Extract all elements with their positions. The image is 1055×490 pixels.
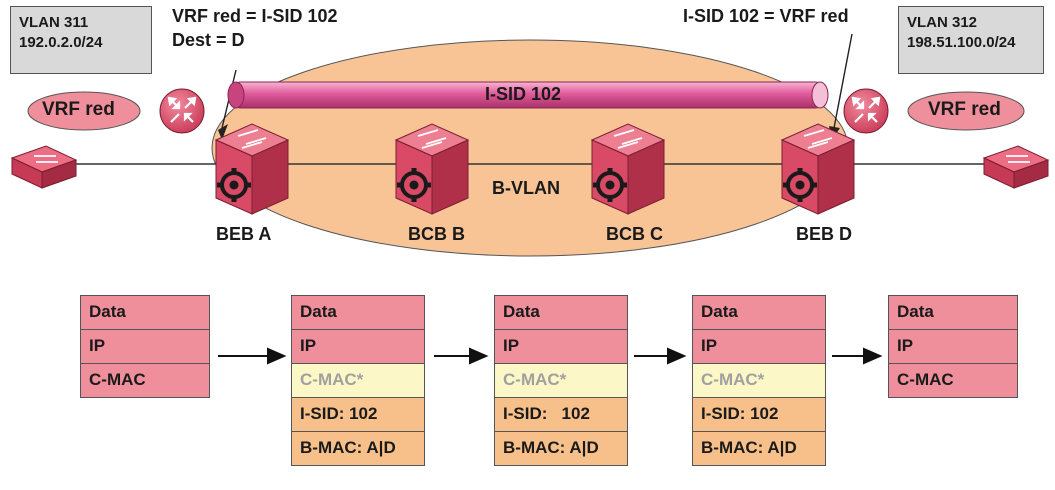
vlan-subnet: 192.0.2.0/24 xyxy=(19,34,103,51)
frame-2-field: Data xyxy=(291,295,425,330)
frame-2-field: I-SID: 102 xyxy=(291,397,425,432)
topology-diagram xyxy=(10,33,1050,257)
frame-4-field: C-MAC* xyxy=(692,363,826,398)
arrow-head-icon xyxy=(667,347,687,365)
frame-3-field: Data xyxy=(494,295,628,330)
frame-3-field: B-MAC: A|D xyxy=(494,431,628,466)
frame-5-field: Data xyxy=(888,295,1018,330)
frame-2-field: IP xyxy=(291,329,425,364)
vrf-ellipse-right xyxy=(907,91,1025,131)
arrow-head-icon xyxy=(267,347,287,365)
frame-3-field: C-MAC* xyxy=(494,363,628,398)
vlan-box-left: VLAN 311 192.0.2.0/24 xyxy=(10,6,152,74)
arrow-head-icon xyxy=(469,347,489,365)
frame-2-field: C-MAC* xyxy=(291,363,425,398)
router-icon xyxy=(843,88,889,134)
vrf-ellipse-left xyxy=(27,91,141,131)
vrf-label-right: VRF red xyxy=(928,99,1001,120)
node-label-bcb-b: BCB B xyxy=(408,224,465,244)
vlan-box-right: VLAN 312 198.51.100.0/24 xyxy=(898,6,1044,74)
vlan-id: VLAN 312 xyxy=(907,14,978,31)
annotation-left-line1: VRF red = I-SID 102 xyxy=(172,6,338,26)
bvlan-label: B-VLAN xyxy=(492,178,560,198)
router-icon xyxy=(159,88,205,134)
bvlan-cloud xyxy=(211,39,849,257)
frame-4-field: IP xyxy=(692,329,826,364)
frame-4-field: Data xyxy=(692,295,826,330)
annotation-arrow-right xyxy=(833,33,853,129)
annotation-left-line2: Dest = D xyxy=(172,30,245,50)
edge-switch-left-icon xyxy=(10,145,78,189)
vrf-label-left: VRF red xyxy=(42,99,115,120)
isid-tunnel xyxy=(227,81,829,109)
frame-2-field: B-MAC: A|D xyxy=(291,431,425,466)
annotation-right-line1: I-SID 102 = VRF red xyxy=(683,6,849,26)
node-label-beb-d: BEB D xyxy=(796,224,853,244)
switch-beb-d-icon xyxy=(780,123,856,215)
frame-1-field: Data xyxy=(80,295,210,330)
tunnel-label: I-SID 102 xyxy=(485,84,562,104)
switch-bcb-b-icon xyxy=(394,123,470,215)
switch-bcb-c-icon xyxy=(590,123,666,215)
vlan-subnet: 198.51.100.0/24 xyxy=(907,34,1016,51)
frame-1-field: IP xyxy=(80,329,210,364)
frame-3-field: I-SID: 102 xyxy=(494,397,628,432)
node-label-beb-a: BEB A xyxy=(216,224,272,244)
vlan-id: VLAN 311 xyxy=(19,14,89,31)
frame-1-field: C-MAC xyxy=(80,363,210,398)
arrow-head-icon xyxy=(218,124,228,140)
node-label-bcb-c: BCB C xyxy=(606,224,663,244)
frame-3-field: IP xyxy=(494,329,628,364)
frame-4-field: I-SID: 102 xyxy=(692,397,826,432)
switch-beb-a-icon xyxy=(214,123,290,215)
frame-5-field: IP xyxy=(888,329,1018,364)
frame-4-field: B-MAC: A|D xyxy=(692,431,826,466)
edge-switch-right-icon xyxy=(982,145,1050,189)
frame-5-field: C-MAC xyxy=(888,363,1018,398)
arrow-head-icon xyxy=(863,347,883,365)
